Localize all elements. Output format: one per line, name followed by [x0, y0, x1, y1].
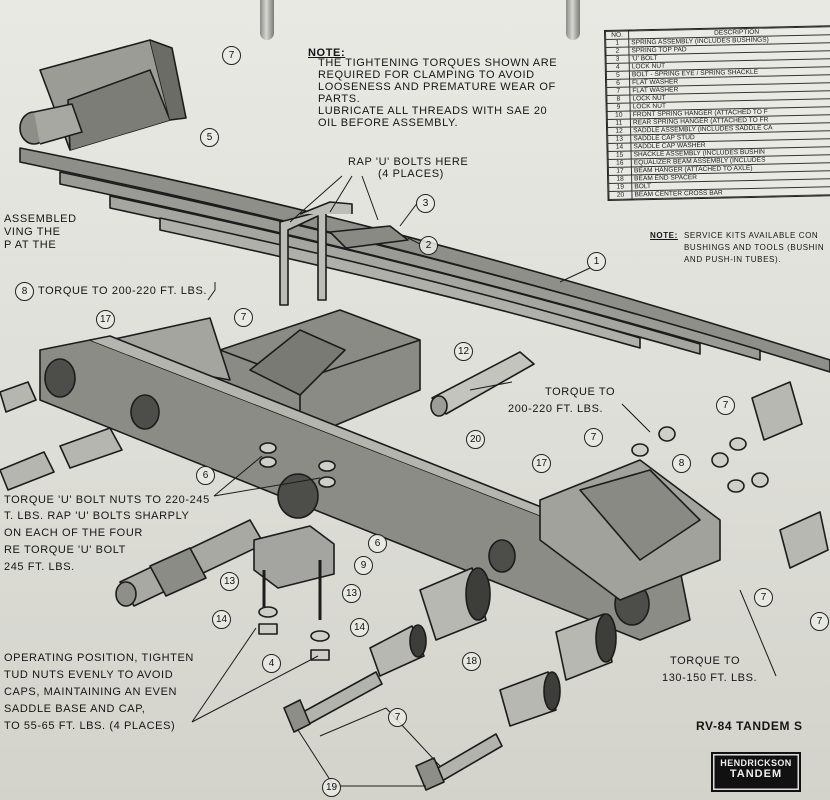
legend-part-number: 20	[608, 190, 633, 200]
callout-13: 13	[342, 584, 361, 603]
rap-bolts-label: RAP 'U' BOLTS HERE	[348, 156, 469, 168]
partial-note-line: ASSEMBLED	[4, 213, 77, 225]
logo-line-1: HENDRICKSON	[720, 758, 792, 768]
note-line: REQUIRED FOR CLAMPING TO AVOID	[318, 69, 535, 81]
callout-7: 7	[222, 46, 241, 65]
saddle-cap-drawing	[253, 525, 335, 589]
callout-7: 7	[754, 588, 773, 607]
ubolt-note-line: 245 FT. LBS.	[4, 561, 75, 573]
callout-6: 6	[368, 534, 387, 553]
operating-note-line: CAPS, MAINTAINING AN EVEN	[4, 686, 178, 698]
binder-pin	[566, 0, 580, 40]
callout-14: 14	[350, 618, 369, 637]
callout-20: 20	[466, 430, 485, 449]
operating-note-line: TUD NUTS EVENLY TO AVOID	[4, 669, 174, 681]
callout-3: 3	[416, 194, 435, 213]
callout-2: 2	[419, 236, 438, 255]
callout-7: 7	[388, 708, 407, 727]
note-line: THE TIGHTENING TORQUES SHOWN ARE	[318, 57, 558, 69]
operating-note-line: OPERATING POSITION, TIGHTEN	[4, 652, 194, 664]
beam-end-pins-drawing	[0, 381, 123, 491]
callout-7: 7	[716, 396, 735, 415]
torque-label-right: TORQUE TO	[545, 386, 616, 398]
note-line: LOOSENESS AND PREMATURE WEAR OF	[318, 81, 556, 93]
ubolt-note-line: T. LBS. RAP 'U' BOLTS SHARPLY	[4, 510, 190, 522]
service-note-line: AND PUSH-IN TUBES).	[684, 255, 782, 264]
callout-8: 8	[672, 454, 691, 473]
callout-18: 18	[462, 652, 481, 671]
callout-17: 17	[532, 454, 551, 473]
note-title: NOTE:	[308, 47, 346, 59]
callout-7: 7	[810, 612, 829, 631]
torque-label-8: TORQUE TO 200-220 FT. LBS.	[38, 285, 208, 297]
ubolt-note-line: ON EACH OF THE FOUR	[4, 527, 143, 539]
torque-label-bottom: 130-150 FT. LBS.	[662, 672, 758, 684]
note-line: OIL BEFORE ASSEMBLY.	[318, 117, 459, 129]
callout-19: 19	[322, 778, 341, 797]
leader-lines	[191, 175, 777, 787]
service-note-line: SERVICE KITS AVAILABLE CON	[684, 231, 819, 240]
ubolt-note-line: TORQUE 'U' BOLT NUTS TO 220-245	[4, 494, 210, 506]
torque-label-bottom: TORQUE TO	[670, 655, 741, 667]
torque-label-right: 200-220 FT. LBS.	[508, 403, 604, 415]
callout-8: 8	[15, 282, 34, 301]
callout-7: 7	[234, 308, 253, 327]
callout-6: 6	[196, 466, 215, 485]
service-note-title: NOTE:	[650, 231, 678, 240]
callout-9: 9	[354, 556, 373, 575]
callout-17: 17	[96, 310, 115, 329]
washers-nuts-drawing	[258, 426, 769, 661]
model-title: RV-84 TANDEM S	[696, 719, 803, 733]
callout-7: 7	[584, 428, 603, 447]
shaft-drawing	[115, 519, 265, 607]
note-line: PARTS.	[318, 93, 361, 105]
callout-13: 13	[220, 572, 239, 591]
callout-14: 14	[212, 610, 231, 629]
callout-4: 4	[262, 654, 281, 673]
note-line: LUBRICATE ALL THREADS WITH SAE 20	[318, 105, 548, 117]
partial-note-line: P AT THE	[4, 239, 57, 251]
operating-note-line: TO 55-65 FT. LBS. (4 PLACES)	[4, 720, 176, 732]
beam-end-spacers-drawing	[369, 381, 829, 727]
spring-top-pad-drawing	[329, 225, 409, 249]
operating-note-line: SADDLE BASE AND CAP,	[4, 703, 146, 715]
service-note-line: BUSHINGS AND TOOLS (BUSHIN	[684, 243, 825, 252]
rear-beam-hanger-drawing	[539, 459, 721, 601]
callout-1: 1	[587, 252, 606, 271]
binder-pin	[260, 0, 274, 40]
callout-5: 5	[200, 128, 219, 147]
logo-line-2: TANDEM	[729, 768, 783, 780]
partial-note-line: VING THE	[4, 226, 61, 238]
bolts-drawing	[283, 671, 503, 791]
u-bolts-drawing	[279, 201, 353, 306]
rap-bolts-label: (4 PLACES)	[378, 168, 444, 180]
ubolt-note-line: RE TORQUE 'U' BOLT	[4, 544, 126, 556]
callout-12: 12	[454, 342, 473, 361]
hendrickson-tandem-logo: HENDRICKSON TANDEM	[711, 752, 801, 792]
